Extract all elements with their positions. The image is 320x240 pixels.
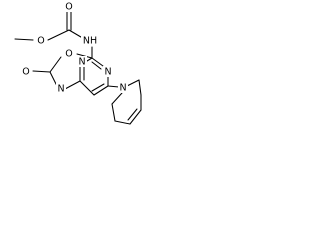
structure-canvas: NH O O O O N N N N: [0, 0, 143, 126]
bond-c5-n6-a: [91, 57, 104, 67]
bond-o1-c2: [49, 56, 62, 73]
bond-c8-c3a: [79, 80, 95, 96]
atom-pyrimidine-n-bottom: N: [104, 67, 111, 78]
bond-npyr-c1: [126, 79, 140, 87]
bond-c4-c3-b: [127, 108, 138, 121]
carbamate-bonds: [14, 10, 93, 59]
atom-carbonyl-o: O: [65, 2, 72, 13]
dihydropyridine-bonds: [107, 79, 142, 125]
molecule-drawing: NH O O O O N N N N: [14, 1, 142, 125]
atom-labels: NH O O O O N N N N: [21, 1, 128, 95]
atom-imine-n: N: [57, 84, 64, 95]
atom-pyrimidine-n-top: N: [78, 57, 85, 68]
atom-pyridine-n: N: [119, 83, 126, 94]
ring-bonds: [32, 53, 109, 96]
bond-c5-c4: [114, 120, 131, 125]
atom-nh: NH: [83, 36, 97, 47]
bond-n3-c3a: [64, 80, 81, 90]
bond-c7-c8-a: [93, 85, 109, 96]
bond-c2-n3: [49, 71, 58, 87]
atom-exo-o: O: [22, 67, 29, 78]
atom-ester-o: O: [37, 36, 44, 47]
bond-c5-n6-b: [91, 61, 102, 70]
bond-c7-c8-b: [91, 83, 105, 92]
bond-c7-npyr: [107, 85, 120, 88]
bond-c4-c3-a: [129, 109, 142, 125]
bond-npyr-c6: [111, 92, 123, 105]
bond-oxygen-carbonyl-carbon: [47, 29, 70, 41]
bond-methyl-oxygen: [14, 38, 34, 41]
bond-c1-c2: [138, 79, 142, 96]
bond-c6-c5: [111, 103, 116, 122]
atom-ring-o: O: [65, 49, 72, 60]
bond-c2-exo-o: [32, 70, 51, 73]
